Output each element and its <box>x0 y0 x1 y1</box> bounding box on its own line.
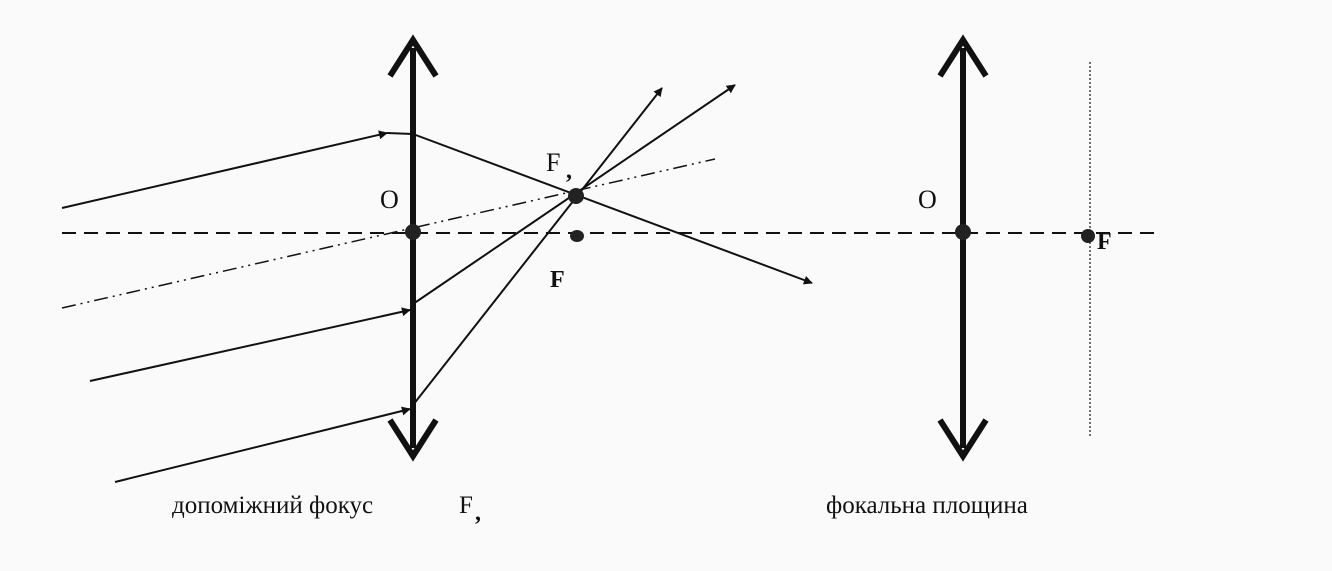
right-center-point <box>955 224 971 240</box>
refracted-rays <box>412 84 813 406</box>
left-center-point <box>405 224 421 240</box>
aux-focus-label-sub: , <box>566 158 572 184</box>
aux-focus-label: F <box>546 148 560 177</box>
left-center-label: O <box>380 185 399 214</box>
aux-focus-point <box>568 188 584 204</box>
left-focus-label: F <box>550 267 565 293</box>
caption-right: фокальна площина <box>826 492 1028 519</box>
right-center-label: O <box>918 185 937 214</box>
caption-left-symbol-sub: , <box>475 500 481 526</box>
caption-left-symbol: F <box>459 492 473 519</box>
incident-rays <box>61 130 414 483</box>
secondary-axis <box>61 158 716 309</box>
right-lens <box>937 34 989 462</box>
left-focus-point <box>570 230 584 242</box>
left-lens <box>387 34 439 462</box>
caption-left: допоміжний фокус <box>172 492 373 519</box>
right-focus-point <box>1081 229 1095 243</box>
right-focus-label: F <box>1097 229 1112 255</box>
